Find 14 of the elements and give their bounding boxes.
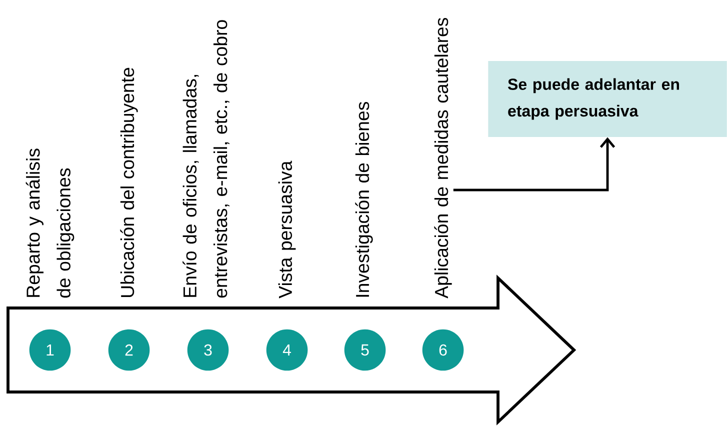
step-number: 3 — [187, 329, 229, 371]
step-number: 2 — [108, 329, 150, 371]
step-number: 6 — [422, 329, 464, 371]
step-number: 1 — [29, 329, 71, 371]
note-box: Se puede adelantar en etapa persuasiva — [488, 61, 727, 137]
step-label: Investigación de bienes — [355, 102, 373, 297]
step-number: 4 — [266, 329, 308, 371]
step-label: Vista persuasiva — [278, 160, 296, 298]
step-label: Envío de oficios, llamadas, entrevistas, e-mail, etc., de cobro — [182, 20, 230, 298]
step-number: 5 — [344, 329, 386, 371]
arrow — [453, 137, 616, 192]
step-label: Aplicación de medidas cautelares — [434, 18, 452, 298]
step-label: Reparto y análisis de obligaciones — [26, 148, 74, 298]
step-label: Ubicación del contribuyente — [120, 68, 138, 297]
